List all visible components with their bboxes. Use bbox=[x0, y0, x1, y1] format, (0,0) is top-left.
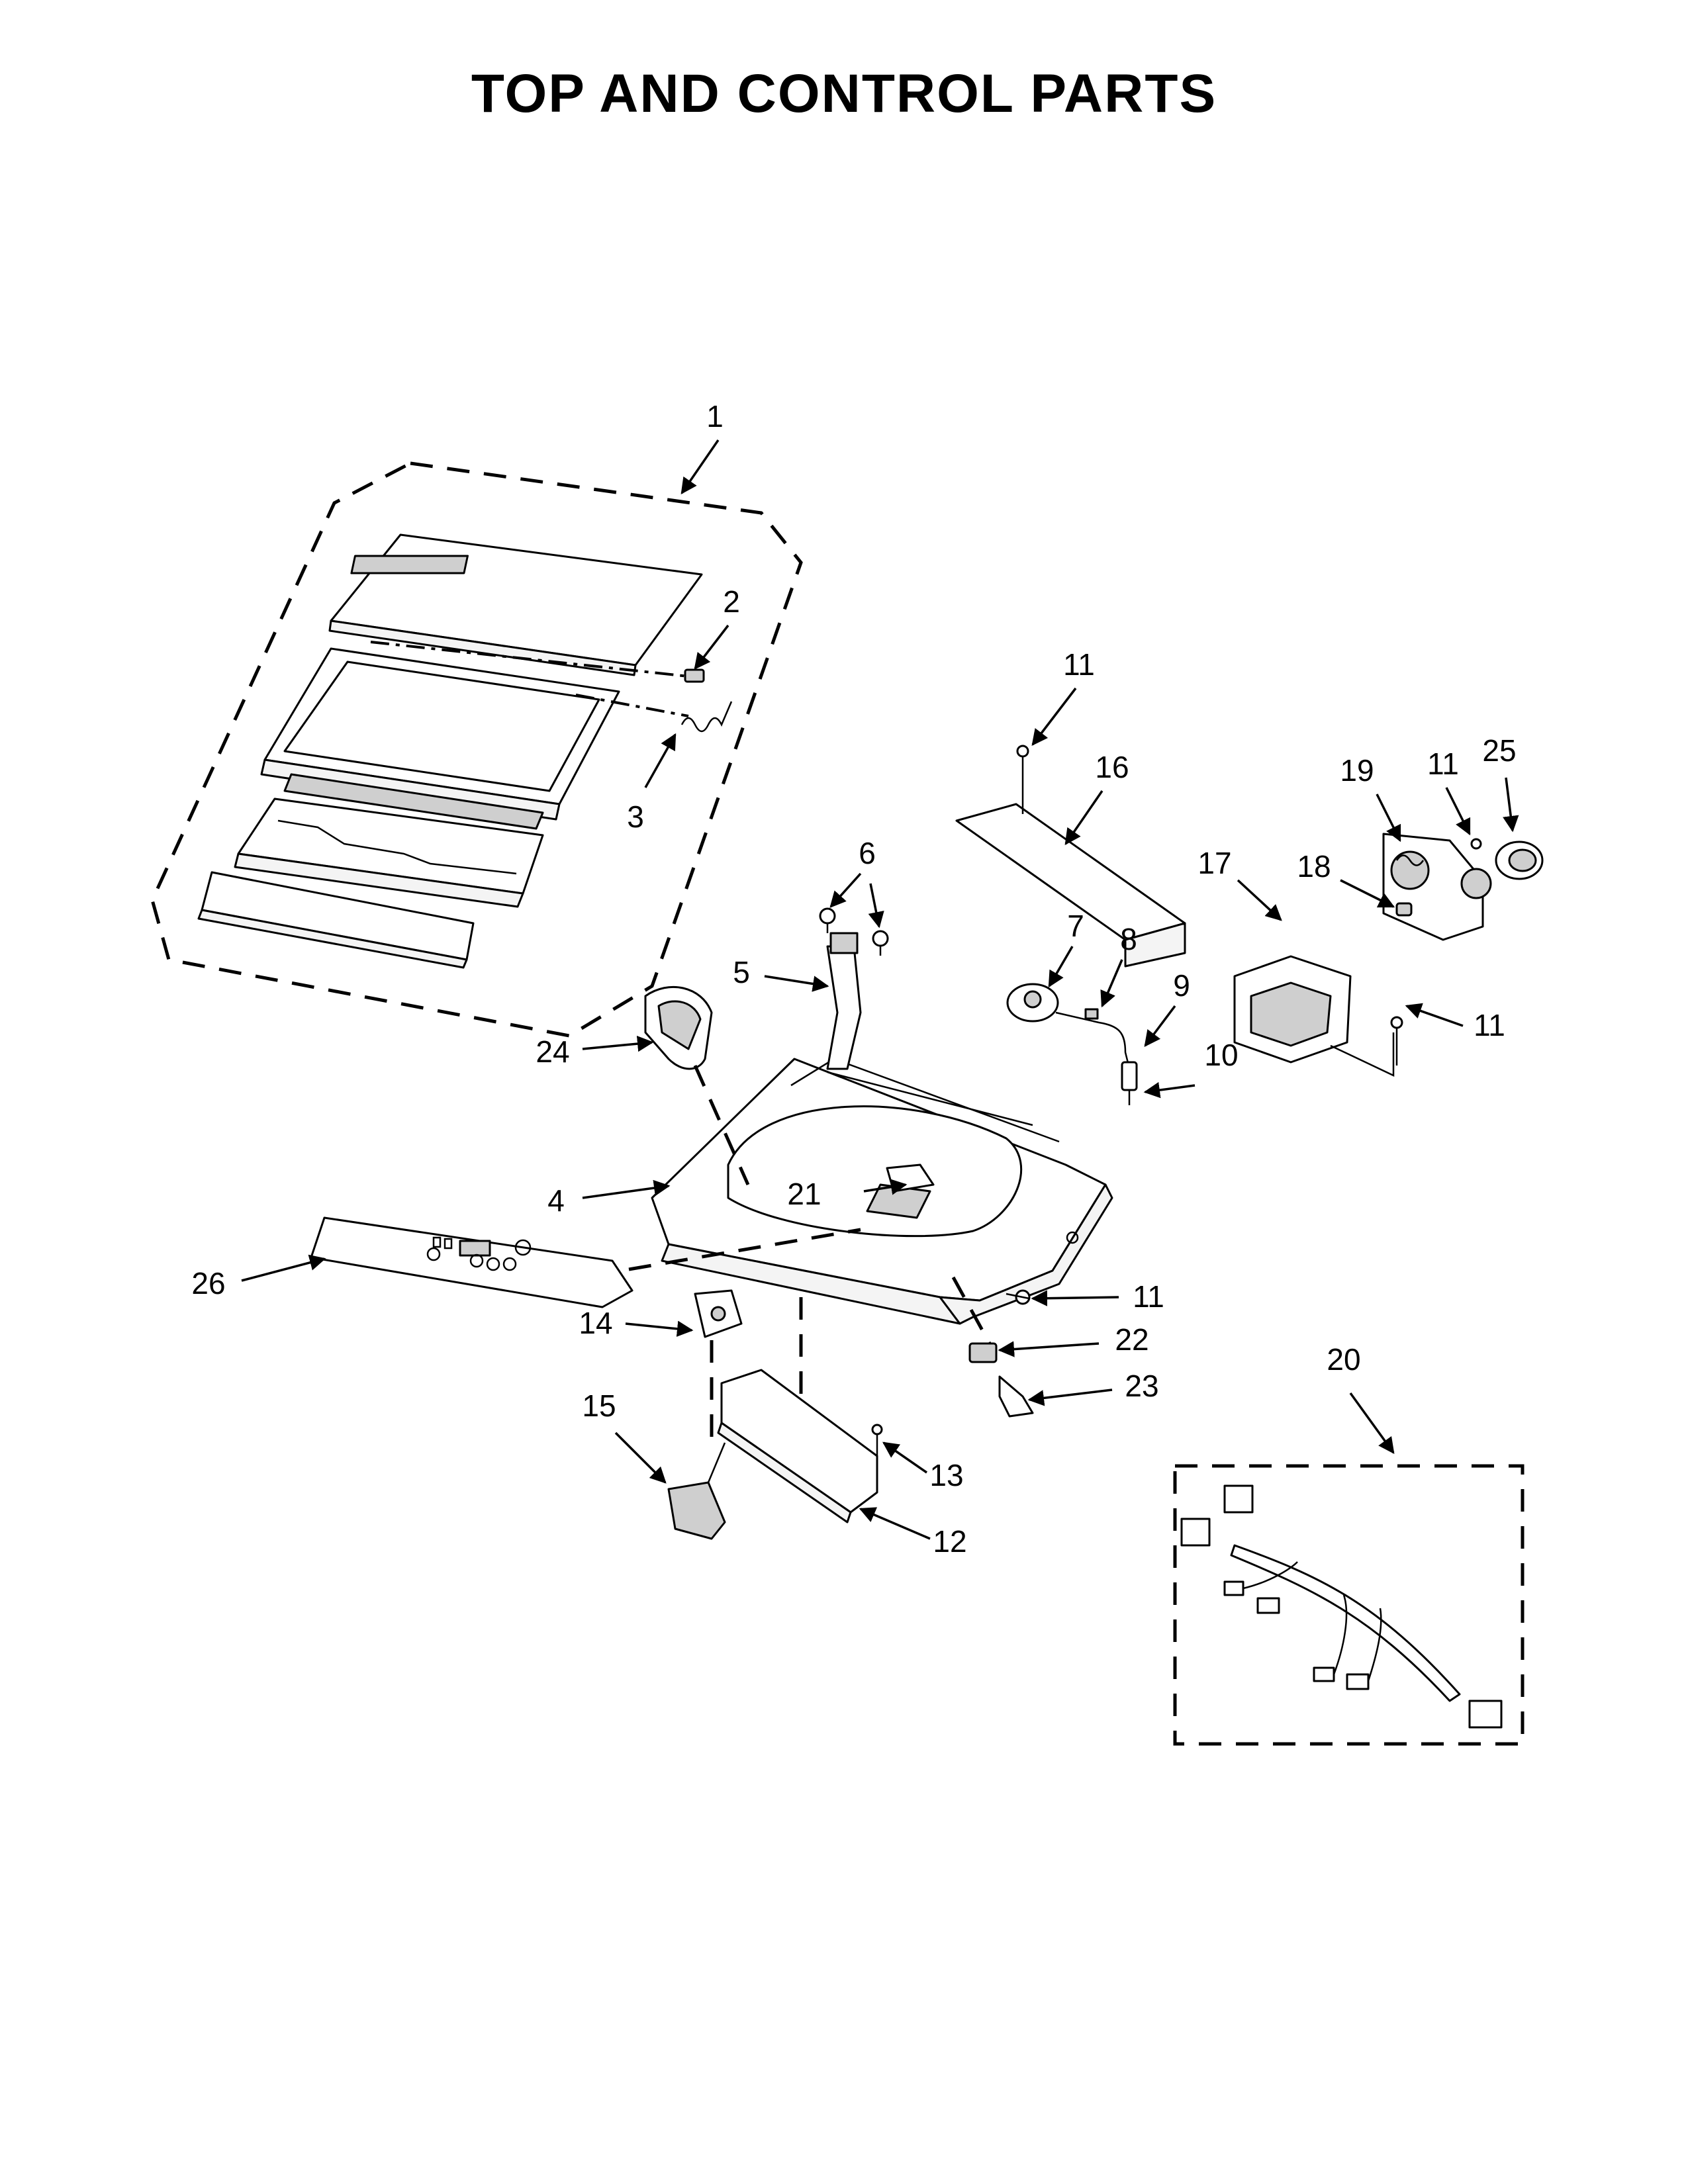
callout-4: 4 bbox=[547, 1183, 565, 1218]
callout-11-b: 11 bbox=[1427, 747, 1459, 781]
washer-top-panel bbox=[651, 1058, 1113, 1325]
dispenser-cup bbox=[644, 985, 713, 1070]
callout-10: 10 bbox=[1204, 1038, 1238, 1072]
lid-hinge-pin bbox=[684, 668, 705, 683]
lid-lock-cover-23 bbox=[998, 1375, 1034, 1418]
valve-bracket bbox=[1233, 955, 1395, 1077]
selector-knob bbox=[1006, 983, 1059, 1023]
callout-22: 22 bbox=[1115, 1322, 1149, 1357]
callout-11-c: 11 bbox=[1474, 1008, 1505, 1042]
valve-cap-25 bbox=[1495, 841, 1544, 880]
wire-harness bbox=[1180, 1484, 1503, 1729]
callout-8: 8 bbox=[1120, 922, 1137, 956]
callout-17: 17 bbox=[1197, 846, 1231, 880]
console-overlay bbox=[310, 1216, 633, 1308]
callout-18: 18 bbox=[1297, 849, 1331, 884]
panel-center-line bbox=[628, 1228, 861, 1271]
callout-19: 19 bbox=[1340, 753, 1374, 788]
water-inlet-valve bbox=[1382, 833, 1492, 941]
hinge-pin-line bbox=[370, 641, 689, 678]
lid-lock-22 bbox=[968, 1342, 998, 1363]
callout-13: 13 bbox=[929, 1458, 963, 1492]
lid-hinge-tray bbox=[234, 797, 544, 908]
screw-11b bbox=[1390, 1016, 1403, 1066]
rear-cover bbox=[955, 803, 1186, 968]
hose-connector bbox=[1121, 1061, 1138, 1105]
callout-16: 16 bbox=[1095, 750, 1129, 784]
lid-spring bbox=[680, 701, 733, 733]
screw-13 bbox=[871, 1424, 883, 1473]
leader-arrows bbox=[241, 439, 1519, 1540]
callout-6: 6 bbox=[859, 836, 876, 870]
cup-alignment-line bbox=[693, 1064, 750, 1186]
callout-2: 2 bbox=[723, 584, 740, 619]
console-housing-12 bbox=[717, 1369, 878, 1524]
callout-12: 12 bbox=[933, 1524, 966, 1559]
callout-7: 7 bbox=[1067, 909, 1084, 943]
lid-lock-bracket bbox=[826, 932, 862, 1070]
screw-6a bbox=[819, 907, 836, 933]
callout-15: 15 bbox=[582, 1388, 616, 1423]
callout-21: 21 bbox=[787, 1177, 821, 1211]
callout-5: 5 bbox=[733, 955, 750, 989]
screw-11c bbox=[1470, 838, 1482, 850]
lid-front-trim bbox=[197, 871, 475, 969]
callout-24: 24 bbox=[536, 1034, 569, 1069]
callout-1: 1 bbox=[706, 399, 724, 433]
callout-23: 23 bbox=[1125, 1369, 1158, 1403]
callout-11-d: 11 bbox=[1133, 1279, 1164, 1314]
callout-9: 9 bbox=[1173, 968, 1190, 1003]
callout-20: 20 bbox=[1327, 1342, 1360, 1377]
lid-frame bbox=[260, 647, 620, 830]
user-interface-15 bbox=[667, 1442, 726, 1540]
callout-25: 25 bbox=[1482, 733, 1516, 768]
valve-screen-18 bbox=[1395, 902, 1413, 917]
lid-glass-panel bbox=[328, 533, 703, 676]
callout-labels: 1 2 3 4 5 6 7 8 9 10 11 11 11 11 12 13 1… bbox=[191, 399, 1516, 1559]
console-bracket-14 bbox=[694, 1289, 743, 1338]
callout-26: 26 bbox=[191, 1266, 225, 1300]
lid-assembly-dashed-boundary bbox=[150, 461, 803, 1038]
hose-clip bbox=[1084, 1008, 1099, 1020]
callout-14: 14 bbox=[579, 1306, 612, 1340]
callout-11-a: 11 bbox=[1063, 647, 1095, 682]
page-title: TOP AND CONTROL PARTS bbox=[471, 64, 1217, 124]
screw-11d bbox=[1006, 1289, 1031, 1305]
pressure-hose bbox=[1055, 1011, 1130, 1066]
wire-harness-dashed-boundary bbox=[1173, 1464, 1524, 1746]
callout-3: 3 bbox=[627, 799, 644, 834]
lock-alignment-line bbox=[951, 1276, 992, 1345]
screw-6b bbox=[872, 930, 889, 956]
screw-11a bbox=[1016, 745, 1029, 814]
